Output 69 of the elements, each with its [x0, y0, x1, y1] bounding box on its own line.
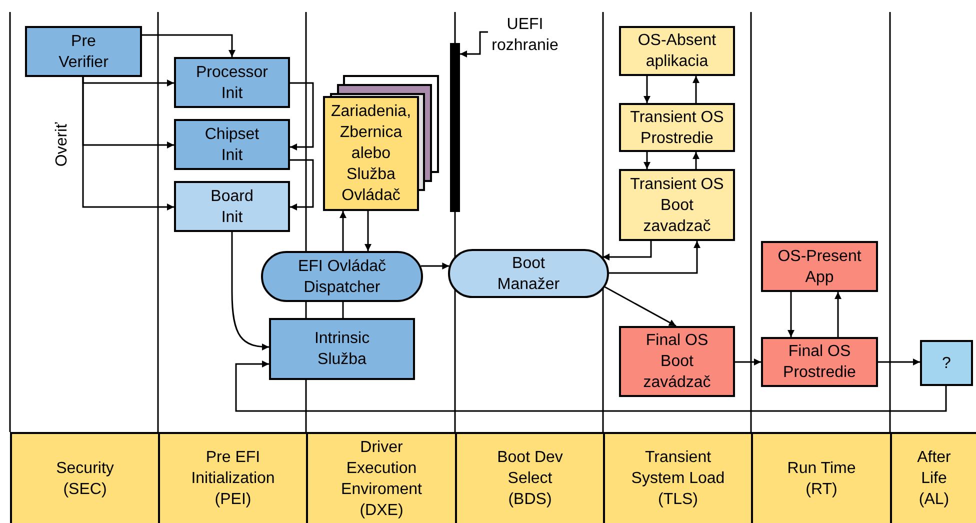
node-label: Board Init	[210, 186, 254, 228]
connector-arrow	[644, 152, 650, 169]
document-stack	[323, 75, 439, 211]
phase-band	[306, 432, 455, 523]
node-label: Chipset Init	[204, 124, 260, 166]
connector-arrow	[878, 358, 920, 366]
process-box	[920, 340, 973, 386]
node-label: UEFI rozhranie	[490, 15, 560, 56]
node-label: Intrinsic Služba	[313, 329, 371, 370]
node-label: Transient OS Prostredie	[629, 108, 725, 148]
node-label: Processor Init	[194, 62, 270, 104]
node-label: ?	[941, 354, 952, 374]
phase-band	[890, 432, 976, 523]
process-box	[269, 318, 415, 380]
process-box	[174, 57, 290, 108]
node-label: Zariadenia, Zbernica alebo Služba Ovládač	[330, 102, 412, 206]
connector-arrow	[340, 211, 346, 251]
process-box	[174, 119, 290, 170]
process-box	[174, 181, 290, 232]
node-label: Transient System Load (TLS)	[630, 448, 726, 510]
node-label: Transient OS Boot zavadzač	[629, 174, 725, 236]
connector-arrow	[364, 211, 372, 251]
connector-arrow	[82, 77, 174, 86]
rotated-label: Overiť	[52, 121, 72, 169]
terminator-shape	[261, 251, 423, 302]
terminator-shape	[448, 249, 609, 298]
node-label: OS-Present App	[776, 246, 862, 288]
connector-arrow	[735, 358, 761, 366]
process-box	[619, 169, 735, 241]
node-label: Run Time (RT)	[786, 458, 857, 500]
process-box	[25, 26, 142, 77]
node-label: Boot Manažer	[496, 254, 561, 294]
connector-arrow	[692, 152, 700, 169]
node-label: EFI Ovládač Dispatcher	[296, 256, 388, 298]
node-label: Final OS Prostredie	[782, 342, 857, 383]
connector-arrow	[692, 76, 700, 103]
connector-arrow	[420, 262, 450, 270]
connector-arrow	[609, 241, 700, 274]
process-box	[619, 326, 735, 397]
phase-band	[455, 432, 603, 523]
connector-arrow	[290, 159, 314, 210]
connector-arrow	[834, 292, 842, 337]
node-label: Pre EFI Initialization (PEI)	[190, 448, 276, 510]
process-box	[619, 103, 735, 152]
process-box	[761, 241, 878, 292]
node-label: After Life (AL)	[916, 448, 952, 510]
connector-arrow	[644, 76, 650, 103]
process-box	[619, 26, 735, 76]
node-label: Driver Execution Enviroment (DXE)	[340, 438, 423, 520]
connector-arrow	[82, 77, 174, 210]
connector-arrow	[290, 82, 314, 150]
connector-arrow	[788, 292, 794, 337]
interface-bar	[450, 43, 460, 212]
connector-arrow	[142, 34, 236, 57]
node-label: Final OS Boot zavádzač	[642, 331, 712, 393]
node-label: Security (SEC)	[55, 458, 115, 500]
phase-band	[603, 432, 751, 523]
connector-arrow	[235, 360, 947, 412]
phase-band	[10, 432, 158, 523]
node-label: Pre Verifier	[58, 32, 110, 72]
phase-band	[158, 432, 306, 523]
connector-arrow	[460, 31, 488, 58]
node-label: OS-Absent aplikacia	[636, 31, 718, 72]
connector-arrow	[602, 241, 652, 260]
connector-arrow	[231, 232, 270, 350]
node-label: Boot Dev Select (BDS)	[496, 448, 564, 510]
phase-band	[751, 432, 890, 523]
process-box	[761, 337, 878, 387]
connector-arrow	[604, 286, 676, 327]
